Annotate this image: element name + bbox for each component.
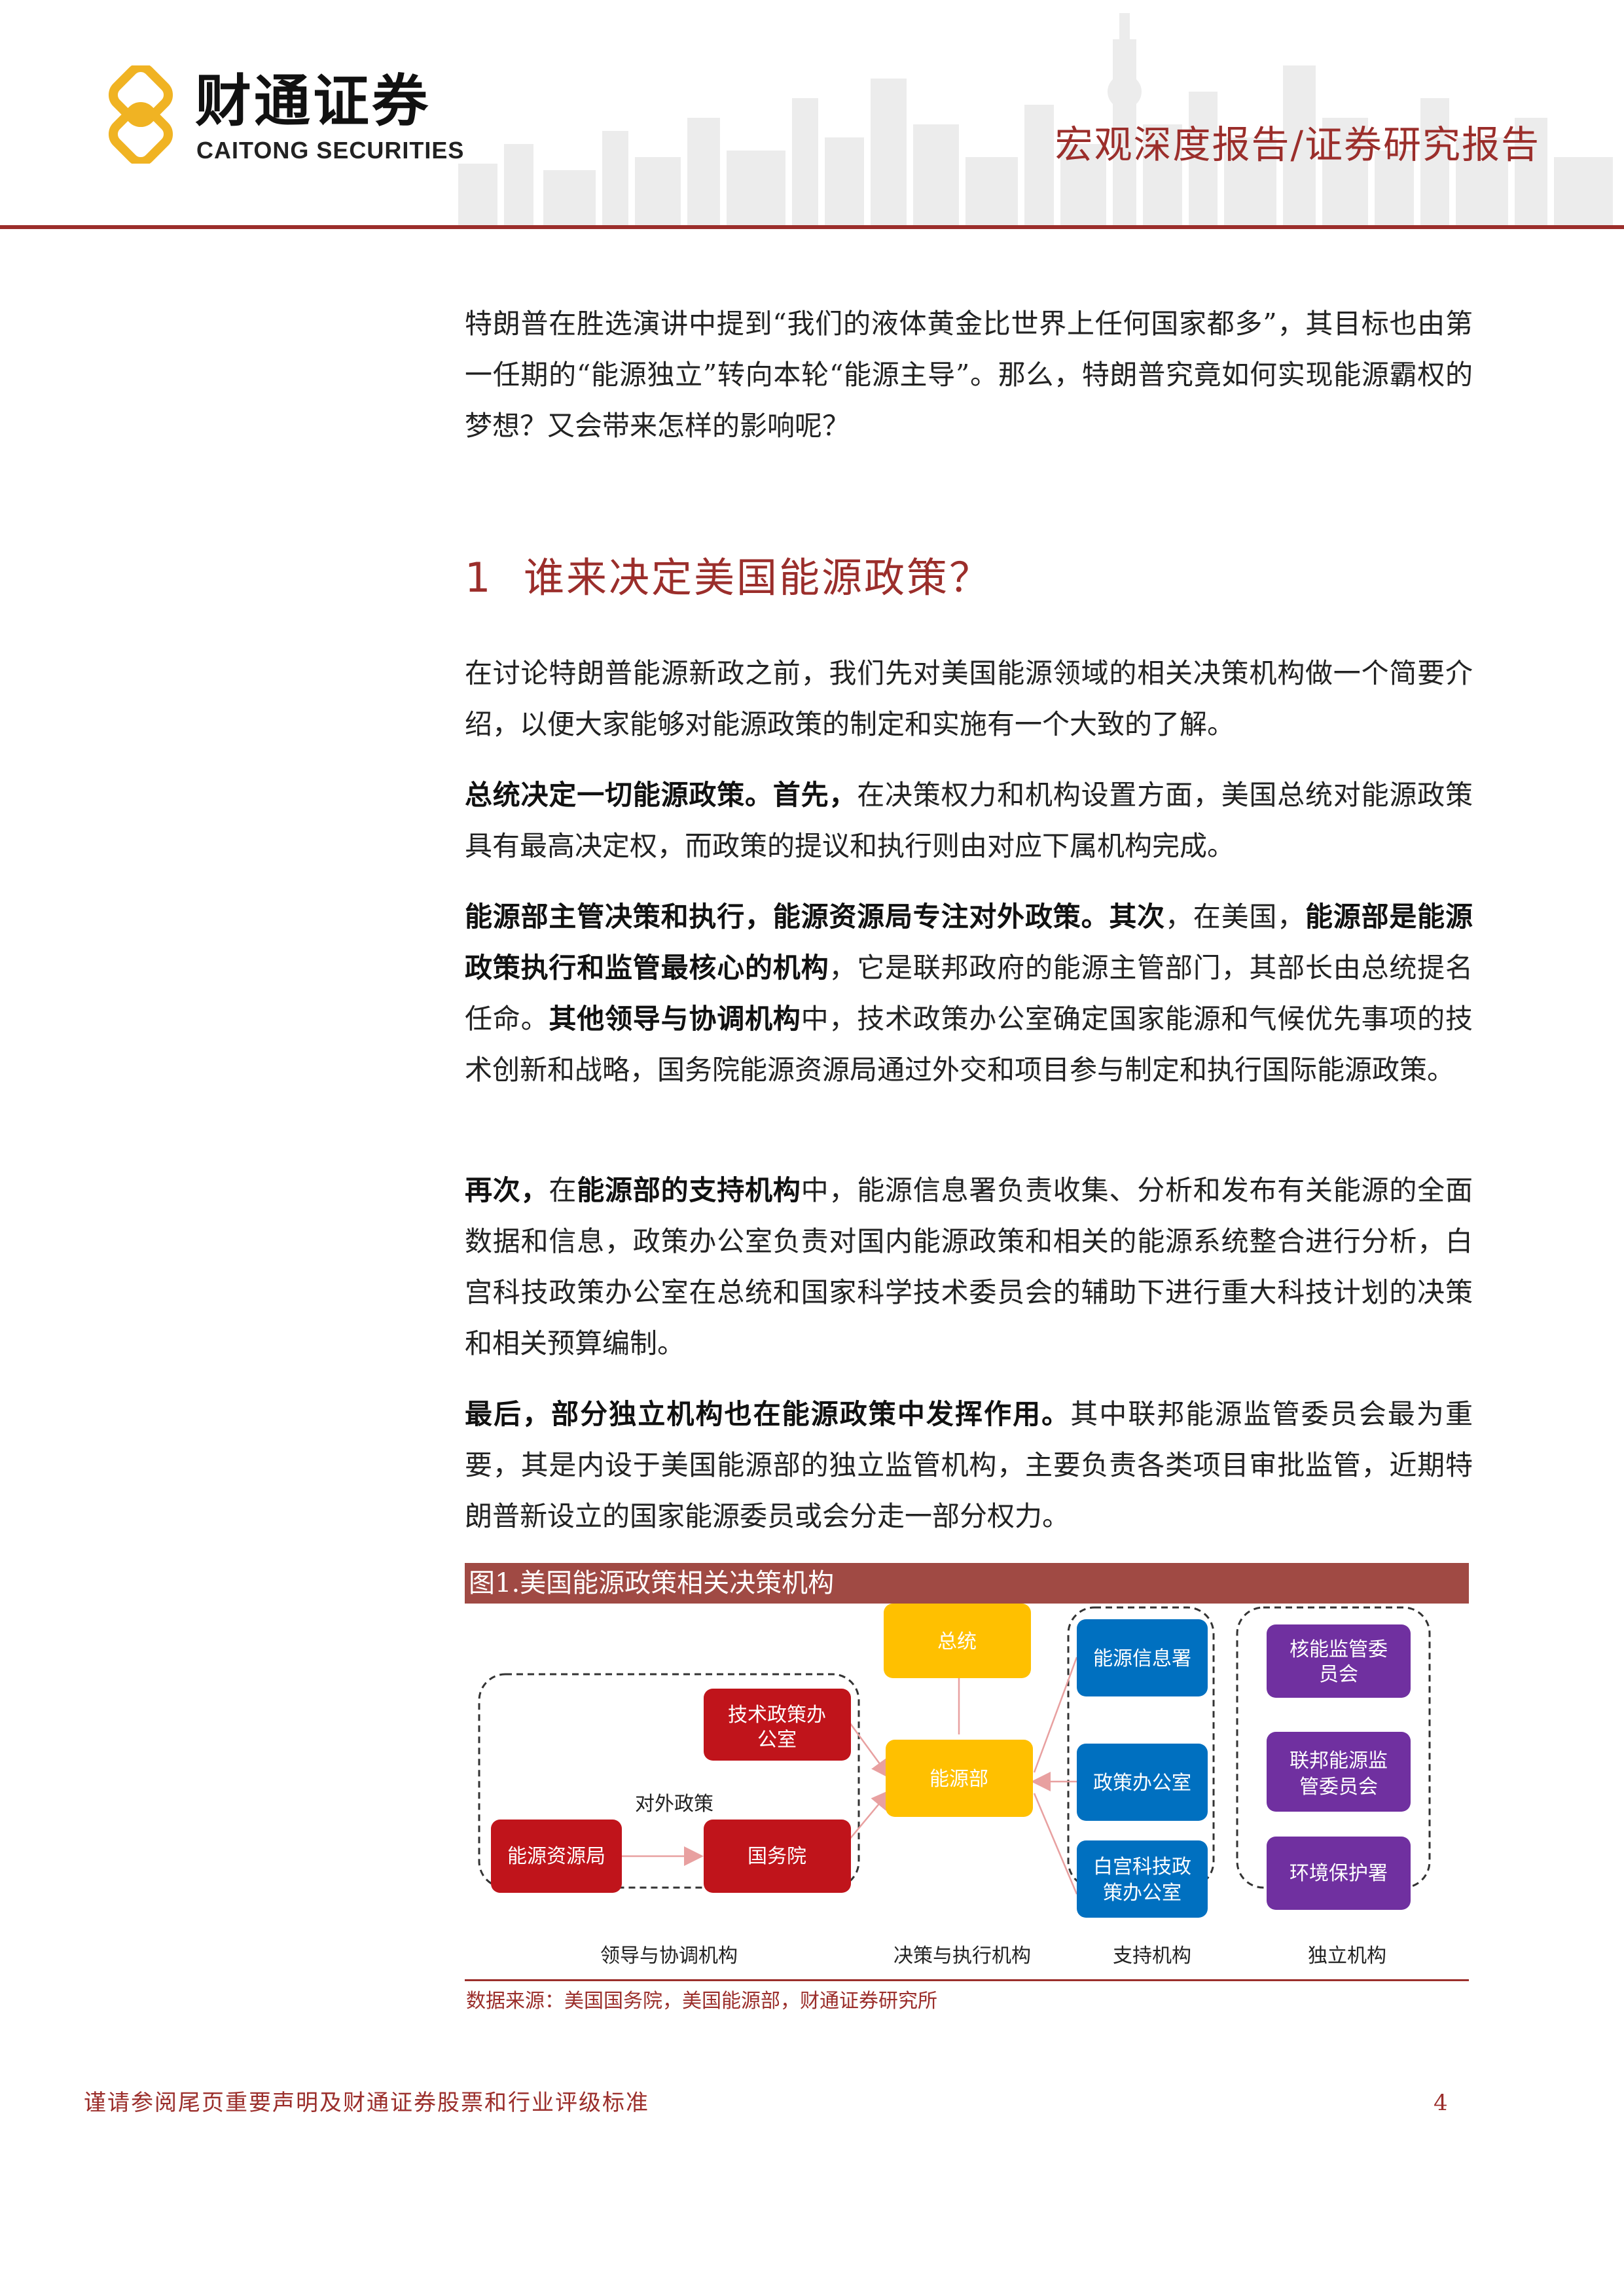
paragraph-president-body: 在决策权力和机构设置方面，美国总统对能源政策具有最高决定权，而政策的提议和执行则… — [465, 779, 1473, 862]
paragraph-president-lead: 总统决定一切能源政策。首先， — [465, 779, 857, 811]
node-ostp-label-line1: 白宫科技政 — [1093, 1856, 1191, 1878]
paragraph-doe-text-2: ，它是联邦政府的能源主管部门，其部长由总统提名任命。 — [465, 952, 1473, 1035]
paragraph-support-text-1: 在 — [549, 1174, 577, 1206]
report-type-label: 宏观深度报告/证券研究报告 — [1055, 122, 1540, 167]
node-eia — [1077, 1619, 1208, 1696]
section-number: 1 — [465, 554, 493, 601]
group-frame-independent — [1236, 1606, 1431, 1889]
paragraph-support-emphasis: 能源部的支持机构 — [577, 1174, 801, 1206]
node-policy-office — [1077, 1744, 1208, 1821]
paragraph-doe: 能源部主管决策和执行，能源资源局专注对外政策。其次，在美国，能源部是能源政策执行… — [465, 891, 1473, 1096]
node-energy-resources — [491, 1820, 622, 1893]
node-ferc-label-line1: 联邦能源监 — [1290, 1749, 1388, 1772]
paragraph-intro-agencies: 在讨论特朗普能源新政之前，我们先对美国能源领域的相关决策机构做一个简要介绍，以便… — [465, 657, 1473, 740]
edge-label-foreign-policy: 对外政策 — [635, 1793, 713, 1816]
group-frame-leadership — [478, 1673, 860, 1889]
node-ferc-label-line2: 管委员会 — [1299, 1776, 1378, 1799]
node-tech-policy-office-label-line1: 技术政策办 — [728, 1704, 826, 1727]
edge-tech-doe — [848, 1722, 891, 1780]
paragraph-independent: 最后，部分独立机构也在能源政策中发挥作用。其中联邦能源监管委员会最为重要，其是内… — [465, 1389, 1473, 1542]
node-epa-label: 环境保护署 — [1290, 1862, 1388, 1885]
edge-eia-doe — [1033, 1657, 1078, 1773]
node-state-department — [704, 1820, 851, 1893]
footer-disclaimer: 谨请参阅尾页重要声明及财通证券股票和行业评级标准 — [84, 2090, 649, 2116]
node-tech-policy-office-label-line2: 公室 — [757, 1729, 797, 1751]
edge-ostp-doe — [1033, 1793, 1078, 1895]
paragraph-independent-lead: 最后，部分独立机构也在能源政策中发挥作用。 — [465, 1398, 1071, 1430]
node-ostp-label-line2: 策办公室 — [1103, 1882, 1182, 1905]
node-eia-label: 能源信息署 — [1093, 1647, 1191, 1670]
node-nrc-label-line2: 员会 — [1319, 1663, 1358, 1686]
paragraph-independent-body: 其中联邦能源监管委员会最为重要，其是内设于美国能源部的独立监管机构，主要负责各类… — [465, 1398, 1473, 1532]
node-policy-office-label: 政策办公室 — [1093, 1772, 1191, 1795]
edge-state-doe — [849, 1789, 892, 1840]
node-doe — [886, 1740, 1033, 1817]
node-nrc — [1267, 1624, 1411, 1698]
figure-title: 图1.美国能源政策相关决策机构 — [465, 1563, 1469, 1604]
node-ostp — [1077, 1840, 1208, 1918]
node-president-label: 总统 — [937, 1630, 977, 1653]
figure-bottom-divider — [465, 1979, 1469, 1981]
intro-paragraph: 特朗普在胜选演讲中提到“我们的液体黄金比世界上任何国家都多”，其目标也由第一任期… — [465, 308, 1473, 442]
node-tech-policy-office — [704, 1689, 851, 1761]
paragraph-doe-text-1: ，在美国， — [1164, 901, 1305, 933]
paragraph-support-lead: 再次， — [465, 1174, 549, 1206]
figure-source: 数据来源：美国国务院，美国能源部，财通证券研究所 — [466, 1990, 937, 2013]
page-number: 4 — [1434, 2090, 1448, 2116]
node-ferc — [1267, 1732, 1411, 1812]
paragraph-support: 再次，在能源部的支持机构中，能源信息署负责收集、分析和发布有关能源的全面数据和信… — [465, 1165, 1473, 1369]
paragraph-doe-emphasis-2: 其他领导与协调机构 — [549, 1003, 801, 1035]
logo-english-name: CAITONG SECURITIES — [196, 137, 465, 164]
node-nrc-label-line1: 核能监管委 — [1290, 1638, 1388, 1661]
logo-chinese-name: 财通证券 — [195, 69, 431, 134]
paragraph-doe-emphasis: 能源部是能源政策执行和监管最核心的机构 — [465, 901, 1473, 984]
header-skyline-graphic — [458, 13, 1613, 225]
paragraph-doe-text-3: 中，技术政策办公室确定国家能源和气候优先事项的技术创新和战略，国务院能源资源局通… — [465, 1003, 1473, 1086]
group-label-independent: 独立机构 — [1308, 1945, 1386, 1967]
node-doe-label: 能源部 — [929, 1768, 988, 1791]
org-chart-diagram: 技术政策办 公室 能源资源局 国务院 对外政策 总统 能源部 能源信息署 政策办… — [478, 1604, 1431, 1967]
node-epa — [1267, 1837, 1411, 1910]
paragraph-support-text-2: 中，能源信息署负责收集、分析和发布有关能源的全面数据和信息，政策办公室负责对国内… — [465, 1174, 1473, 1359]
header-divider — [0, 225, 1624, 229]
group-label-decision: 决策与执行机构 — [893, 1945, 1031, 1967]
caitong-logo-icon — [108, 65, 173, 164]
group-label-leadership: 领导与协调机构 — [600, 1945, 738, 1967]
section-title: 谁来决定美国能源政策？ — [524, 554, 992, 601]
node-state-department-label: 国务院 — [748, 1845, 806, 1868]
paragraph-president: 总统决定一切能源政策。首先，在决策权力和机构设置方面，美国总统对能源政策具有最高… — [465, 770, 1473, 872]
node-president — [884, 1604, 1031, 1678]
node-energy-resources-label: 能源资源局 — [507, 1845, 605, 1868]
group-label-support: 支持机构 — [1113, 1945, 1191, 1967]
paragraph-doe-lead: 能源部主管决策和执行，能源资源局专注对外政策。其次 — [465, 901, 1165, 933]
